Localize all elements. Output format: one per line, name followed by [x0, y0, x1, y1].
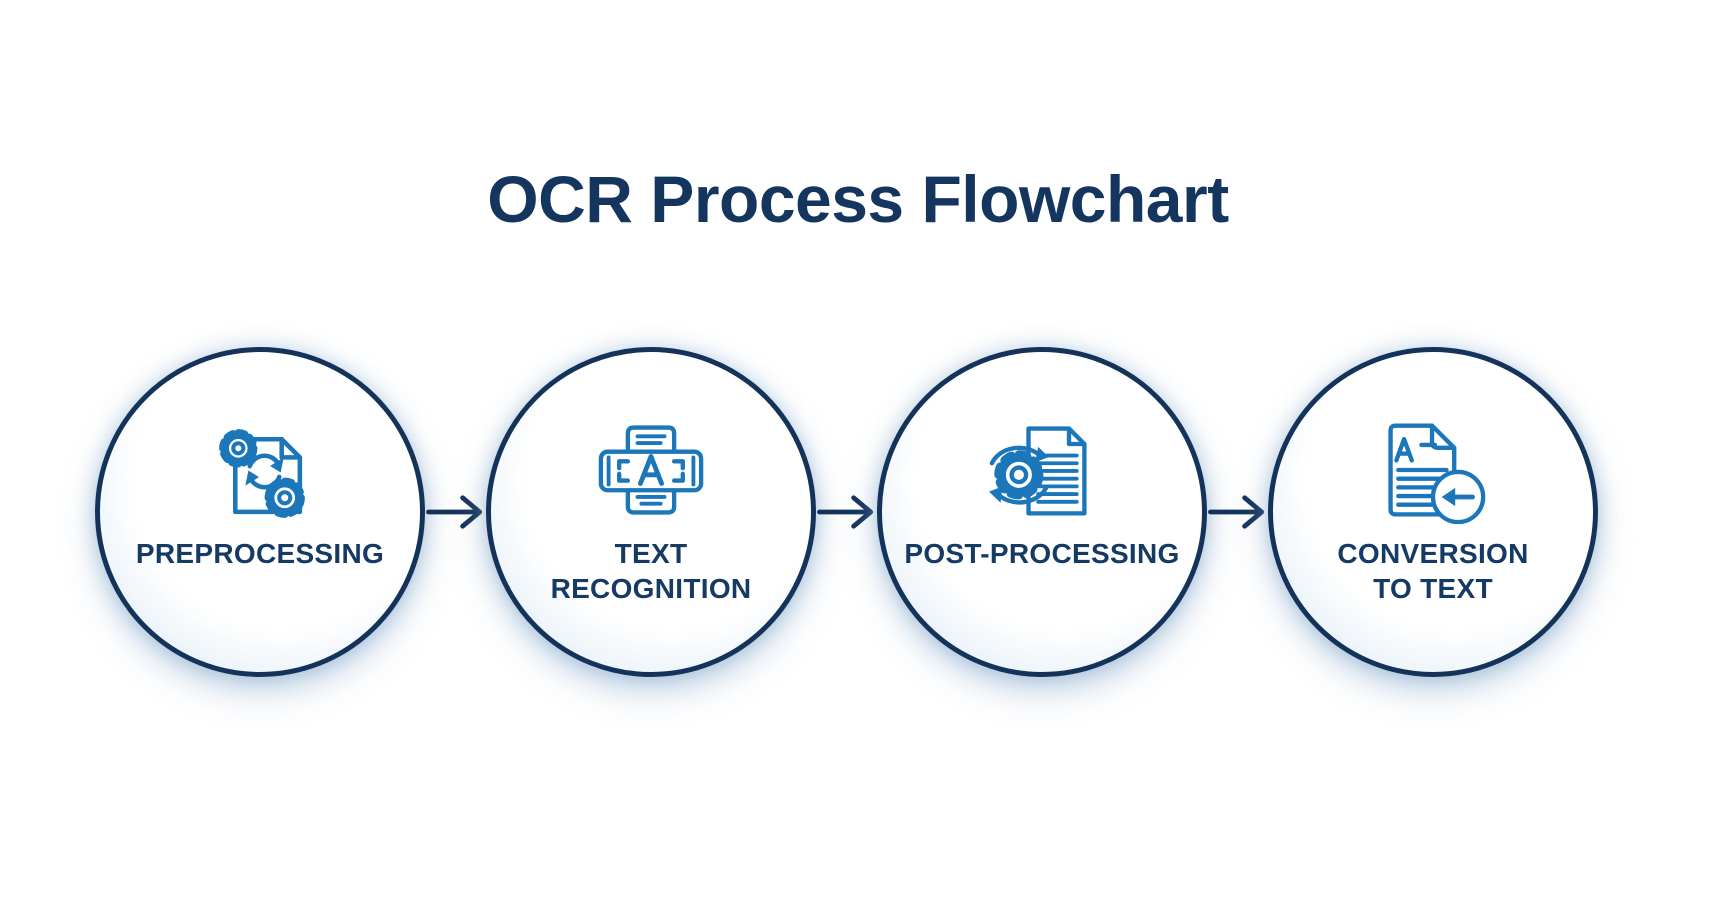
scan-letter-icon [593, 416, 709, 524]
node-label-conversion-to-text: CONVERSION TO TEXT [1337, 538, 1529, 604]
flow-arrow-icon [426, 495, 483, 529]
flow-node-conversion-to-text: CONVERSION TO TEXT [1268, 347, 1598, 677]
node-label-post-processing: POST-PROCESSING [904, 538, 1180, 569]
node-label-preprocessing: PREPROCESSING [135, 538, 385, 569]
flow-arrow-icon [817, 495, 874, 529]
flow-node-text-recognition: TEXT RECOGNITION [486, 347, 816, 677]
flow-node-post-processing: POST-PROCESSING [877, 347, 1207, 677]
document-gear-refresh-icon [984, 416, 1100, 524]
document-sync-gears-icon [202, 416, 318, 524]
flow-node-preprocessing: PREPROCESSING [95, 347, 425, 677]
document-export-arrow-icon [1375, 416, 1491, 524]
node-label-text-recognition: TEXT RECOGNITION [550, 538, 752, 604]
page-title: OCR Process Flowchart [487, 162, 1229, 236]
flow-arrow-icon [1208, 495, 1265, 529]
